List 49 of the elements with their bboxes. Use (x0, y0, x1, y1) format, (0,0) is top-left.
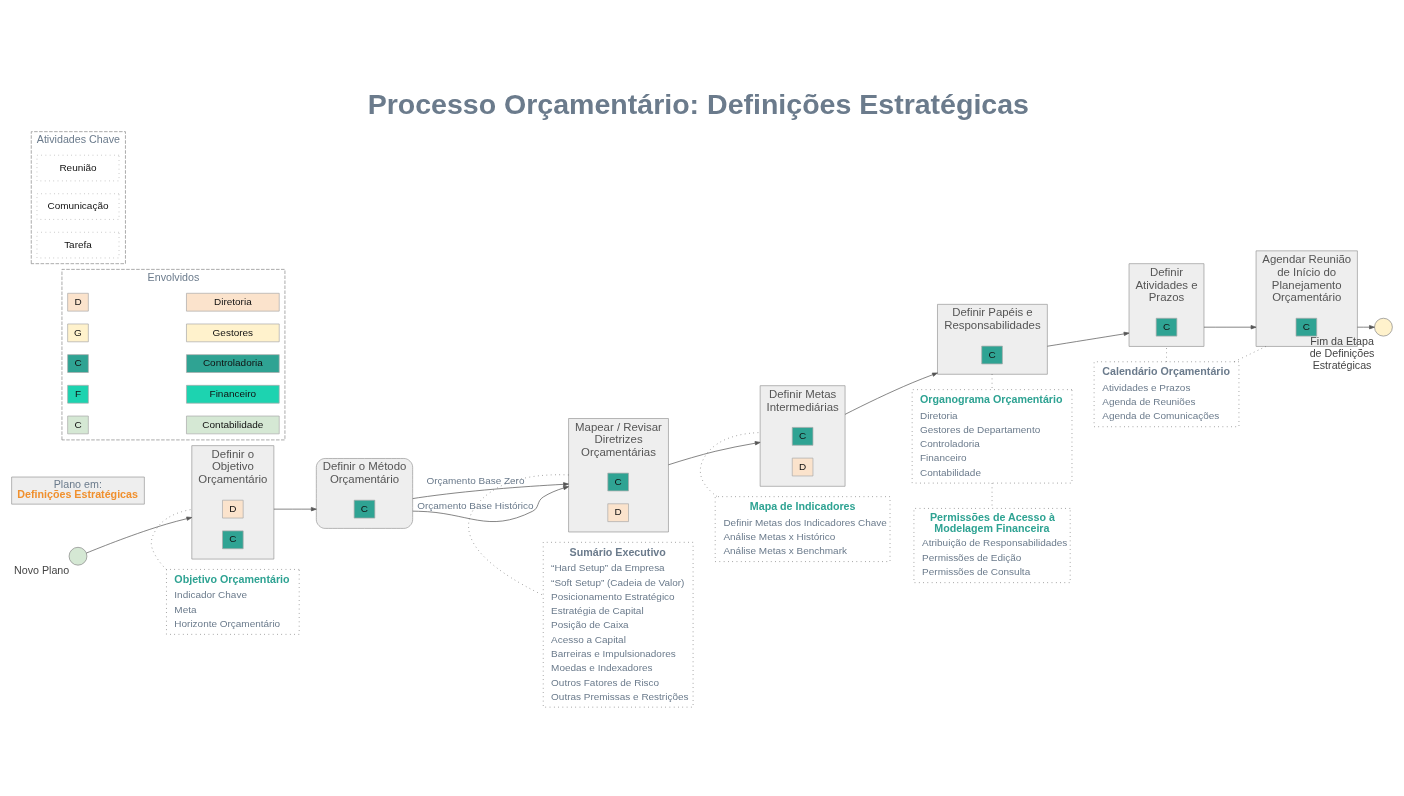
arrow (1357, 325, 1375, 330)
node-circle (68, 546, 88, 566)
node-box: D (791, 457, 814, 477)
node-box: Comunicação (36, 193, 120, 220)
node-box: Diretoria (186, 292, 280, 312)
node-label: Fim da Etapa de Definições Estratégicas (1309, 334, 1375, 371)
node-circle (1374, 317, 1393, 337)
node-box: C (981, 345, 1003, 365)
connector (150, 509, 193, 570)
arrow (273, 507, 317, 512)
node-box: Financeiro (186, 384, 280, 404)
arrow (412, 485, 569, 522)
node-box: Tarefa (36, 231, 120, 259)
arrow (1203, 325, 1257, 330)
edge-label: Orçamento Base Zero (426, 474, 525, 486)
diagram-title: Processo Orçamentário: Definições Estratégicas (367, 87, 1029, 120)
node-box: D (222, 499, 244, 519)
node-box: Controladoria (186, 354, 280, 373)
arrow (668, 441, 761, 466)
arrow (412, 482, 569, 499)
node-box: Permissões de Acesso à Modelagem Financeira Atribuição de Responsabilidades Permissões de Edição Permissões de Consulta (913, 508, 1071, 583)
node-box: G (67, 323, 89, 343)
node-box: C (67, 354, 89, 373)
node-box: C (353, 499, 376, 519)
node-box: C (1295, 317, 1318, 337)
node-box: C (67, 415, 89, 435)
node-box: Calendário Orçamentário Atividades e Prazos Agenda de Reuniões Agenda de Comunicações (1093, 361, 1240, 428)
node-box: Sumário Executivo “Hard Setup” da Empresa “Soft Setup” (Cadeia de Valor) Posicionamento Estratégico Estratégia de Capital Posição de Caixa Acesso a Capital Barreiras e Impulsionadores Moedas e Indexadores Outros Fatores de Risco Outras Premissas e Restrições (542, 541, 694, 708)
node-box: Contabilidade (186, 415, 280, 435)
node-box: Gestores (186, 323, 280, 343)
connector (468, 474, 569, 596)
arrow (1047, 331, 1130, 347)
node-box: F (67, 384, 89, 404)
arrow (86, 516, 193, 554)
node-box: C (607, 472, 629, 492)
node-box: D (607, 503, 629, 522)
node-box: Reunião (36, 154, 120, 182)
node-box: Plano em: Definições Estratégicas (11, 476, 145, 505)
node-box: C (791, 427, 814, 446)
node-box: Objetivo Orçamentário Indicador Chave Meta Horizonte Orçamentário (166, 569, 300, 635)
node-box: C (222, 530, 244, 550)
arrow (844, 372, 938, 415)
edge-label: Orçamento Base Histórico (417, 499, 534, 511)
node-box: D (67, 292, 89, 312)
node-box: Mapa de Indicadores Definir Metas dos Indicadores Chave Análise Metas x Histórico Análise Metas x Benchmark (714, 496, 891, 562)
node-label: Novo Plano (13, 563, 70, 576)
node-box: Organograma Orçamentário Diretoria Gestores de Departamento Controladoria Financeiro Contabilidade (911, 389, 1073, 484)
connector (700, 432, 761, 497)
node-box: C (1155, 317, 1178, 337)
